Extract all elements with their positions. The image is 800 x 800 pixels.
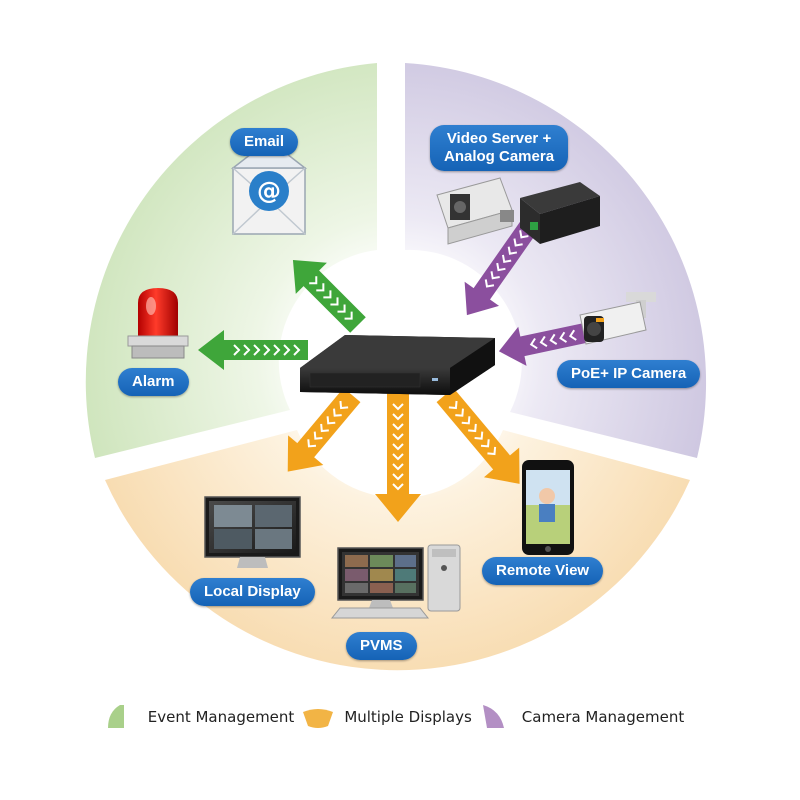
- poe-camera-label: PoE+ IP Camera: [557, 360, 701, 388]
- legend-item-camera: Camera Management: [490, 705, 684, 729]
- legend-item-displays: Multiple Displays: [312, 705, 471, 729]
- remote-view-smartphone-icon: [522, 460, 574, 555]
- legend-event-label: Event Management: [147, 708, 295, 726]
- legend-displays-swatch-spacer: [312, 705, 338, 729]
- legend-displays-label: Multiple Displays: [344, 708, 472, 726]
- analog-camera-icon: [436, 177, 514, 245]
- arrow-from-poe-camera: [498, 323, 588, 366]
- legend-displays-swatch: [303, 709, 333, 728]
- legend: Event Management Multiple Displays Camer…: [0, 702, 800, 732]
- video-server-icon: [520, 182, 600, 244]
- event-management-sector: [85, 63, 377, 458]
- remote-view-label: Remote View: [482, 557, 604, 585]
- legend-event-swatch-spacer: [116, 705, 142, 729]
- pvms-label: PVMS: [346, 632, 417, 660]
- alarm-label: Alarm: [118, 368, 189, 396]
- alarm-siren-icon: [127, 288, 189, 359]
- legend-item-event: Event Management: [116, 705, 295, 729]
- arrow-to-email: [292, 259, 366, 333]
- video-server-label-line1: Video Server +: [446, 130, 552, 147]
- email-label: Email: [230, 128, 299, 156]
- arrow-to-remote-view: [436, 387, 520, 484]
- video-server-label: Video Server + Analog Camera: [430, 125, 569, 171]
- legend-event-swatch: [108, 705, 124, 728]
- video-server-label-line2: Analog Camera: [444, 148, 555, 165]
- email-envelope-icon: @: [230, 139, 308, 235]
- legend-camera-swatch: [483, 705, 504, 728]
- local-display-monitor-icon: [204, 496, 301, 568]
- arrow-to-pvms: [375, 392, 421, 522]
- svg-text:@: @: [257, 177, 281, 205]
- poe-ip-camera-icon: [579, 292, 656, 345]
- arrow-to-local-display: [287, 387, 361, 472]
- pvms-workstation-icon: [330, 544, 461, 619]
- arrow-to-alarm: [198, 330, 308, 370]
- legend-camera-swatch-spacer: [490, 705, 516, 729]
- local-display-label: Local Display: [190, 578, 315, 606]
- nvr-device: [300, 335, 495, 395]
- arrow-from-video-server: [464, 219, 539, 316]
- legend-camera-label: Camera Management: [521, 708, 685, 726]
